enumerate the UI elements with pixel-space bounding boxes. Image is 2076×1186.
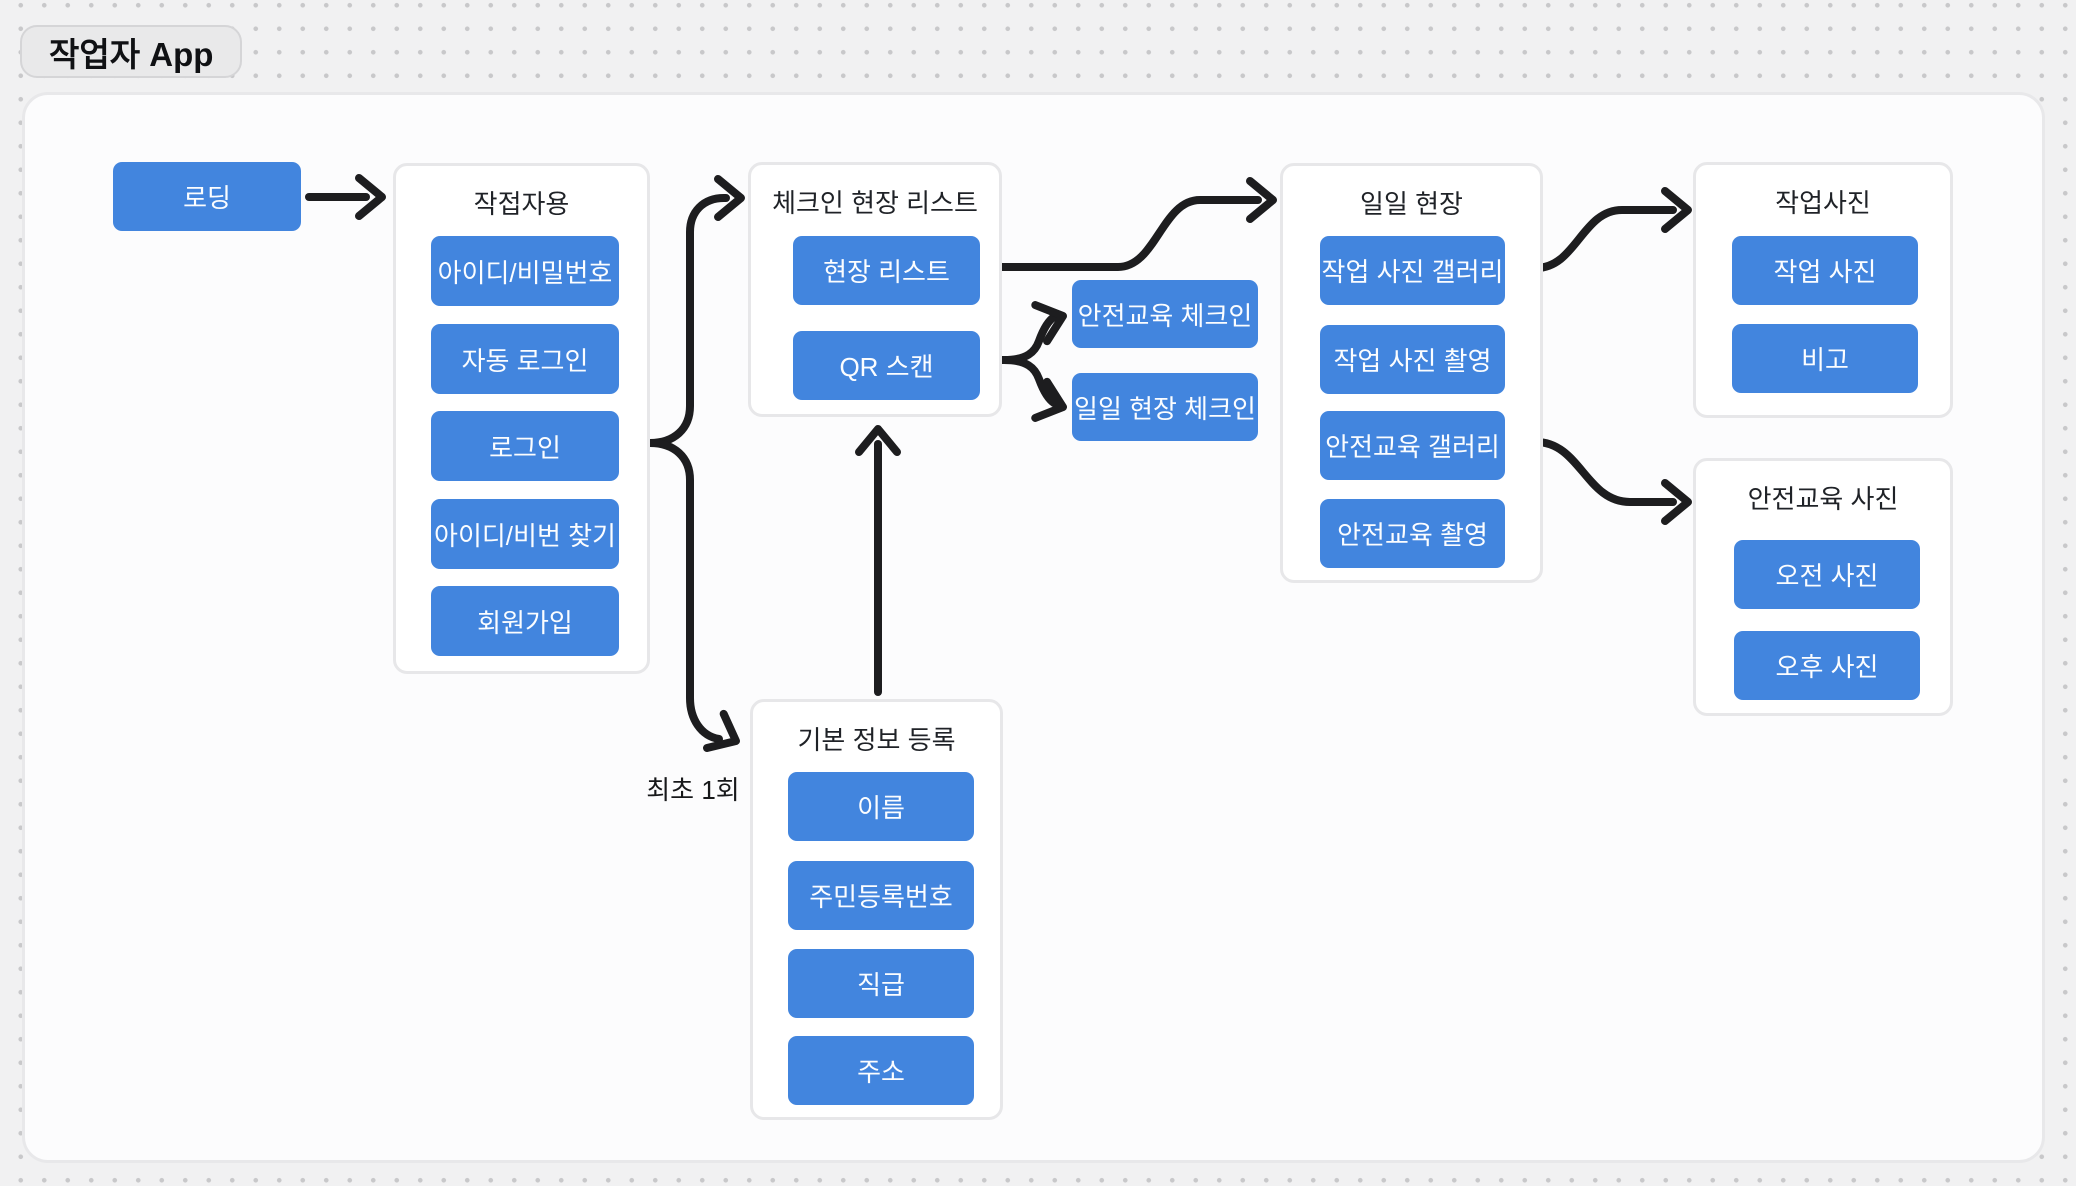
node-find-id-password-label: 아이디/비번 찾기 [434, 520, 616, 551]
node-loading[interactable]: 로딩 [113, 162, 301, 231]
group-daily-site-title: 일일 현장 [1360, 188, 1463, 219]
node-safety-training-gallery-label: 안전교육 갤러리 [1325, 432, 1500, 462]
connector-login-to-basicinfo[interactable] [646, 439, 723, 743]
node-name[interactable]: 이름 [788, 772, 974, 841]
node-id-password-label: 아이디/비밀번호 [437, 257, 613, 288]
arrowhead-qrscan-to-safety-checkin [1031, 301, 1067, 346]
node-login[interactable]: 로그인 [431, 411, 619, 481]
group-worker[interactable]: 작접자용 아이디/비밀번호 자동 로그인 로그인 아이디/비번 찾기 회원가입 [393, 163, 650, 674]
connector-safetygallery-to-safetyphotos[interactable] [1502, 438, 1677, 506]
node-qr-scan[interactable]: QR 스캔 [793, 331, 980, 400]
node-find-id-password[interactable]: 아이디/비번 찾기 [431, 499, 619, 569]
node-morning-photo-label: 오전 사진 [1775, 561, 1879, 591]
node-afternoon-photo-label: 오후 사진 [1775, 652, 1879, 682]
node-position-label: 직급 [857, 970, 905, 1000]
node-remarks-label: 비고 [1801, 345, 1849, 375]
group-basic-info-title: 기본 정보 등록 [797, 724, 956, 755]
node-address[interactable]: 주소 [788, 1036, 974, 1105]
node-position[interactable]: 직급 [788, 949, 974, 1018]
section-title-pill[interactable]: 작업자 App [20, 25, 243, 78]
node-safety-training-checkin[interactable]: 안전교육 체크인 [1072, 280, 1258, 348]
connector-qrscan-to-daily-checkin[interactable] [1000, 356, 1058, 407]
node-id-password[interactable]: 아이디/비밀번호 [431, 236, 619, 306]
group-work-photos-title: 작업사진 [1775, 187, 1871, 218]
arrowhead-loading-to-worker [355, 174, 386, 220]
node-site-list-label: 현장 리스트 [823, 257, 950, 287]
node-daily-site-checkin-label: 일일 현장 체크인 [1074, 393, 1256, 424]
node-work-photo-capture-label: 작업 사진 촬영 [1333, 346, 1492, 376]
group-safety-training-photos-title: 안전교육 사진 [1747, 483, 1899, 514]
arrowhead-sitelist-to-dailysite [1246, 177, 1277, 223]
group-checkin-site-list-title: 체크인 현장 리스트 [772, 187, 978, 218]
node-signup-label: 회원가입 [477, 607, 573, 638]
arrowhead-basicinfo-to-qrscan [855, 425, 901, 456]
node-work-photo[interactable]: 작업 사진 [1732, 236, 1918, 305]
node-site-list[interactable]: 현장 리스트 [793, 236, 980, 305]
node-loading-label: 로딩 [183, 183, 231, 213]
node-remarks[interactable]: 비고 [1732, 324, 1918, 393]
node-resident-number[interactable]: 주민등록번호 [788, 861, 974, 930]
node-safety-training-gallery[interactable]: 안전교육 갤러리 [1320, 411, 1505, 480]
connector-sitelist-to-dailysite[interactable] [977, 196, 1262, 271]
arrowhead-login-to-checkin [714, 175, 745, 221]
node-auto-login[interactable]: 자동 로그인 [431, 324, 619, 394]
node-resident-number-label: 주민등록번호 [809, 882, 953, 912]
node-login-label: 로그인 [489, 432, 561, 463]
node-afternoon-photo[interactable]: 오후 사진 [1734, 631, 1920, 700]
node-morning-photo[interactable]: 오전 사진 [1734, 540, 1920, 609]
first-time-note: 최초 1회 [646, 775, 740, 805]
node-daily-site-checkin[interactable]: 일일 현장 체크인 [1072, 373, 1258, 441]
section-title-label: 작업자 App [49, 35, 214, 73]
node-work-photo-label: 작업 사진 [1773, 257, 1877, 287]
group-daily-site[interactable]: 일일 현장 작업 사진 갤러리 작업 사진 촬영 안전교육 갤러리 안전교육 촬… [1280, 163, 1543, 583]
node-safety-training-capture-label: 안전교육 촬영 [1337, 520, 1488, 550]
node-safety-training-capture[interactable]: 안전교육 촬영 [1320, 499, 1505, 568]
group-work-photos[interactable]: 작업사진 작업 사진 비고 [1693, 162, 1953, 418]
node-signup[interactable]: 회원가입 [431, 586, 619, 656]
group-checkin-site-list[interactable]: 체크인 현장 리스트 현장 리스트 QR 스캔 [748, 162, 1002, 417]
group-basic-info[interactable]: 기본 정보 등록 이름 주민등록번호 직급 주소 [750, 699, 1003, 1120]
node-auto-login-label: 자동 로그인 [461, 345, 589, 376]
arrowhead-workgallery-to-workphotos [1661, 187, 1692, 233]
node-safety-training-checkin-label: 안전교육 체크인 [1077, 300, 1253, 331]
group-worker-title: 작접자용 [473, 188, 570, 219]
node-name-label: 이름 [857, 793, 905, 823]
arrowhead-login-to-basicinfo [702, 709, 740, 752]
group-safety-training-photos[interactable]: 안전교육 사진 오전 사진 오후 사진 [1693, 458, 1953, 716]
arrowhead-safetygallery-to-safetyphotos [1661, 479, 1692, 525]
node-work-photo-capture[interactable]: 작업 사진 촬영 [1320, 325, 1505, 394]
node-qr-scan-label: QR 스캔 [839, 352, 934, 382]
node-address-label: 주소 [857, 1057, 905, 1087]
node-work-photo-gallery-label: 작업 사진 갤러리 [1321, 257, 1504, 287]
node-work-photo-gallery[interactable]: 작업 사진 갤러리 [1320, 236, 1505, 305]
arrowhead-qrscan-to-daily-checkin [1031, 377, 1067, 422]
